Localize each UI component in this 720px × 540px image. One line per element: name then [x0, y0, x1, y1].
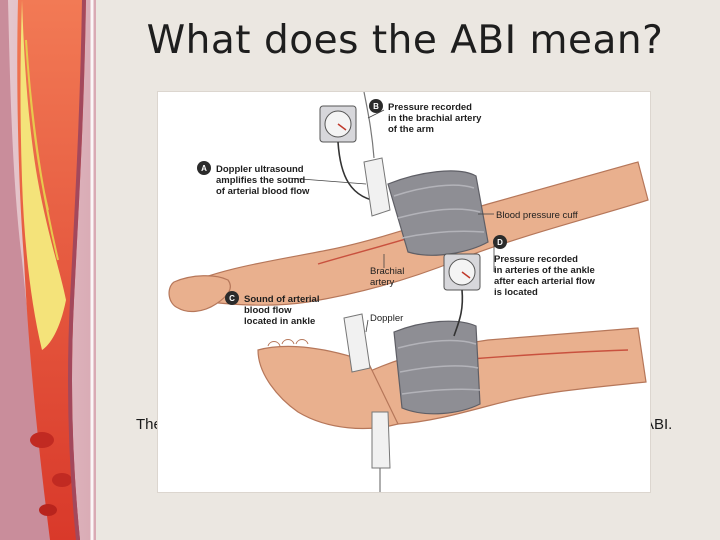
svg-text:located in ankle: located in ankle [244, 316, 315, 327]
svg-text:amplifies the sound: amplifies the sound [216, 175, 305, 186]
artery-illustration [0, 0, 96, 540]
svg-text:of arterial blood flow: of arterial blood flow [216, 186, 310, 197]
svg-text:of the arm: of the arm [388, 124, 434, 135]
ankle-cuff [393, 320, 481, 415]
slide-title: What does the ABI mean? [146, 18, 664, 63]
body-text-right: ABI. [644, 416, 673, 433]
arm-doppler-probe [363, 157, 391, 217]
label-d: D Pressure recorded in arteries of the a… [493, 235, 595, 298]
label-c: C Sound of arterial blood flow located i… [225, 291, 319, 327]
svg-text:Doppler ultrasound: Doppler ultrasound [216, 164, 304, 175]
label-a: A Doppler ultrasound amplifies the sound… [197, 161, 310, 197]
abi-diagram: B Pressure recorded in the brachial arte… [168, 92, 649, 492]
svg-text:D: D [497, 238, 503, 247]
svg-text:A: A [201, 164, 207, 173]
label-brachial-artery: Brachial artery [370, 266, 404, 288]
svg-text:Brachial: Brachial [370, 266, 404, 277]
ankle-doppler-probe [343, 313, 371, 373]
svg-text:blood flow: blood flow [244, 305, 292, 316]
label-b: B Pressure recorded in the brachial arte… [369, 99, 482, 135]
abi-measurement-figure: B Pressure recorded in the brachial arte… [158, 92, 650, 492]
hand [168, 275, 231, 313]
label-cuff: Blood pressure cuff [496, 210, 578, 221]
svg-text:is located: is located [494, 287, 538, 298]
svg-text:after each arterial flow: after each arterial flow [494, 276, 595, 287]
svg-text:C: C [229, 294, 235, 303]
arm-cuff [387, 170, 489, 256]
ankle-doppler-probe-2 [371, 411, 391, 469]
svg-text:Pressure recorded: Pressure recorded [388, 102, 472, 113]
label-doppler: Doppler [370, 313, 403, 324]
body-text-left: The [136, 416, 162, 433]
svg-text:artery: artery [370, 277, 395, 288]
svg-text:in arteries of the ankle: in arteries of the ankle [494, 265, 595, 276]
svg-text:Sound of arterial: Sound of arterial [244, 294, 319, 305]
svg-text:B: B [373, 102, 379, 111]
body-text: The ABI. [136, 415, 696, 435]
svg-text:in the brachial artery: in the brachial artery [388, 113, 482, 124]
svg-text:Pressure recorded: Pressure recorded [494, 254, 578, 265]
